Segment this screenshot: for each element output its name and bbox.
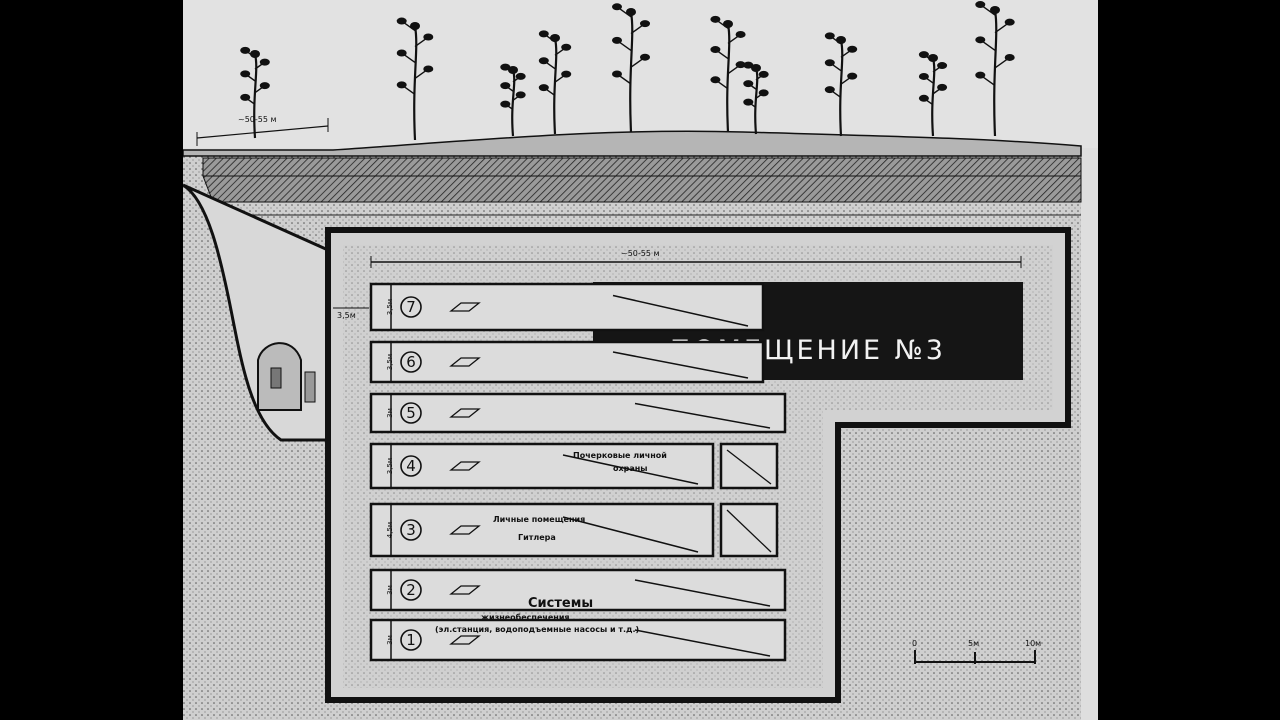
level-height: 3м: [386, 408, 394, 418]
level-height: 3м: [386, 635, 394, 645]
level3-note-line2: Гитлера: [518, 533, 556, 542]
level-number-circle: [400, 296, 422, 318]
top-dimension-label: ~50-55 м: [621, 249, 660, 258]
tree-icon: [240, 46, 270, 139]
tree-icon: [538, 30, 572, 135]
level-number: 6: [406, 353, 416, 371]
level-5: 5 3м: [369, 392, 787, 434]
tree-icon: [500, 63, 526, 137]
level-number-circle: [400, 629, 422, 651]
tree-icon: [612, 3, 650, 133]
scale-zero-label: 0: [912, 639, 917, 648]
level-height: 3,5м: [386, 458, 394, 474]
level4-note-line2: охраны: [613, 464, 648, 473]
level-6: 6 3,5м: [369, 340, 765, 384]
level-3: 3 4,5м: [369, 502, 779, 558]
level3-note-line1: Личные помещения: [493, 515, 585, 524]
level-1: 1 3м: [369, 618, 787, 662]
level-number-circle: [400, 351, 422, 373]
level-number-circle: [400, 579, 422, 601]
level-number: 4: [406, 457, 416, 475]
level-height: 3,5м: [386, 354, 394, 370]
level-7: 7 3,5м: [369, 282, 765, 332]
scale-end-label: 10м: [1025, 639, 1041, 648]
tree-icon: [710, 15, 746, 133]
level4-note-line1: Почерковые личной: [573, 451, 667, 460]
level-number: 1: [406, 631, 416, 649]
level-number: 2: [406, 581, 416, 599]
level-number: 3: [406, 521, 416, 539]
level-number: 7: [406, 298, 416, 316]
tree-icon: [918, 51, 948, 137]
ground-surface: [183, 130, 1082, 157]
tree-icon: [975, 1, 1015, 137]
bunker-cross-section: ~50-55 м ~50-55 м 3,5м ПОМЕЩЕНИЕ №3 73,5…: [183, 0, 1098, 720]
tree-icon: [824, 32, 858, 137]
level-number-circle: [400, 519, 422, 541]
scale-bar: 0 5м 10м: [912, 639, 1041, 664]
level-height: 4,5м: [386, 522, 394, 538]
roof-slab-upper: [202, 157, 1082, 177]
level-height: 3м: [386, 585, 394, 595]
level-4: 4 3,5м: [369, 442, 779, 490]
surface-dimension-label: ~50-55 м: [238, 115, 277, 124]
level-number: 5: [406, 404, 416, 422]
level-2: 2 3м: [369, 568, 787, 612]
systems-note-line2: жизнеобеспечения: [481, 612, 570, 622]
scale-mid-label: 5м: [968, 639, 979, 648]
tree-icon: [743, 61, 769, 135]
side-dimension-label: 3,5м: [337, 311, 356, 320]
tree-icon: [396, 17, 434, 141]
level-number-circle: [400, 402, 422, 424]
surface-trees: [240, 1, 1015, 141]
roof-slab-lower: [202, 175, 1082, 203]
systems-note-line1: Системы: [528, 596, 593, 611]
level-height: 3,5м: [386, 299, 394, 315]
systems-note-line3: (эл.станция, водоподъемные насосы и т.д.…: [435, 625, 639, 634]
level-number-circle: [400, 455, 422, 477]
